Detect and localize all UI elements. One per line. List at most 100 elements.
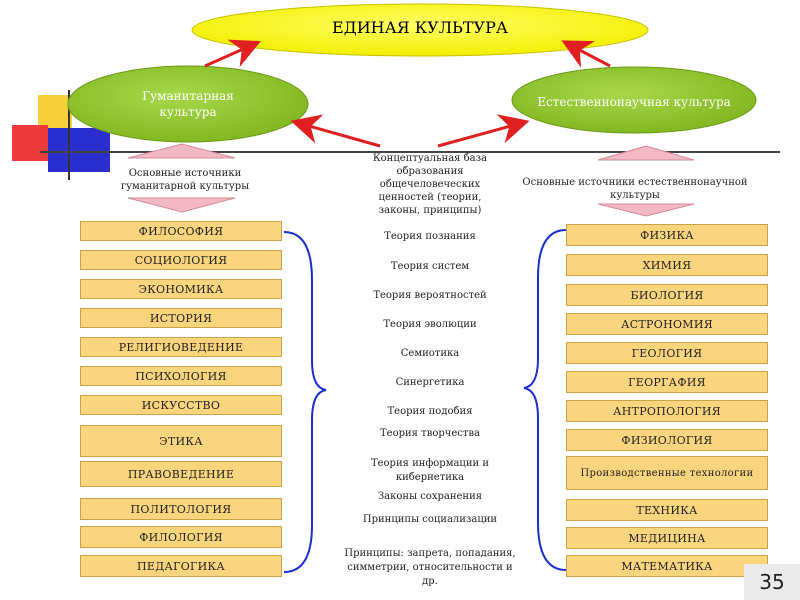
humanities-box-philosophy: ФИЛОСОФИЯ [80,221,282,241]
center-item: кибернетика [395,472,465,483]
humanities-box-religion: РЕЛИГИОВЕДЕНИЕ [80,337,282,357]
sciences-box-medicine: МЕДИЦИНА [566,527,768,549]
left-sources-line2: гуманитарной культуры [120,181,250,192]
center-item: Теория познания [384,231,476,242]
humanities-box-politics: ПОЛИТОЛОГИЯ [80,498,282,520]
humanities-box-psychology: ПСИХОЛОГИЯ [80,366,282,386]
arrow-right-up [561,40,611,68]
top-ellipse [191,3,649,57]
sciences-box-geology: ГЕОЛОГИЯ [566,342,768,364]
box-label: МАТЕМАТИКА [621,559,713,573]
box-label: ЭТИКА [159,434,203,448]
center-item: Принципы социализации [362,514,498,525]
sciences-box-chemistry: ХИМИЯ [566,254,768,276]
box-label: Производственные технологии [580,467,754,479]
box-label: АНТРОПОЛОГИЯ [613,404,721,418]
center-item: др. [422,576,438,587]
chevron-left-bottom [127,197,236,213]
right-sources-label: Основные источники естественнонаучной ку… [505,176,765,202]
box-label: ГЕОЛОГИЯ [631,346,703,360]
box-label: ПОЛИТОЛОГИЯ [130,502,232,516]
box-label: ПЕДАГОГИКА [137,559,225,573]
sciences-box-geography: ГЕОРГАФИЯ [566,371,768,393]
left-sources-line1: Основные источники [128,168,242,179]
left-brace [283,231,327,573]
center-item: Семиотика [400,348,460,359]
humanities-box-pedagogy: ПЕДАГОГИКА [80,555,282,577]
box-label: БИОЛОГИЯ [630,288,704,302]
box-label: МЕДИЦИНА [628,531,706,545]
center-item: Теория творчества [380,428,480,439]
left-ellipse-line1: Гуманитарная [142,89,234,103]
sciences-box-physiology: ФИЗИОЛОГИЯ [566,429,768,451]
humanities-box-history: ИСТОРИЯ [80,308,282,328]
center-item: Теория эволюции [383,319,477,330]
center-item: Теория подобия [387,406,473,417]
box-label: ФИЛОСОФИЯ [138,224,224,238]
humanities-box-sociology: СОЦИОЛОГИЯ [80,250,282,270]
sciences-box-physics: ФИЗИКА [566,224,768,246]
box-label: ФИЗИКА [640,228,694,242]
left-sources-label: Основные источники гуманитарной культуры [100,167,270,193]
center-heading-line: ценностей (теории, [378,192,482,203]
humanities-box-philology: ФИЛОЛОГИЯ [80,526,282,548]
arrow-center-right [437,114,530,148]
humanities-box-economics: ЭКОНОМИКА [80,279,282,299]
center-heading-line: Концептуальная база [372,153,488,164]
center-item: Теория систем [390,261,470,272]
right-ellipse [511,66,757,134]
center-heading: Концептуальная база образования общечело… [330,152,530,217]
center-item: Синергетика [395,377,465,388]
arrow-left-up [204,39,261,68]
box-label: ФИЛОЛОГИЯ [139,530,223,544]
box-label: ТЕХНИКА [636,503,698,517]
box-label: ПСИХОЛОГИЯ [135,369,227,383]
sciences-box-production-tech: Производственные технологии [566,456,768,490]
center-heading-line: общечеловеческих [379,179,481,190]
humanities-box-ethics: ЭТИКА [80,425,282,457]
chevron-right-top [597,145,695,161]
box-label: ИСКУССТВО [141,398,221,412]
right-ellipse-label: Естественнонаучная культура [537,95,731,109]
center-item: симметрии, относительности и [347,562,513,573]
box-label: ИСТОРИЯ [149,311,213,325]
box-label: ПРАВОВЕДЕНИЕ [127,467,235,481]
sciences-box-astronomy: АСТРОНОМИЯ [566,313,768,335]
chevron-right-bottom [597,203,695,217]
left-ellipse-label: Гуманитарная культура [68,88,308,120]
sciences-box-technology: ТЕХНИКА [566,499,768,521]
deco-square-yellow [38,95,72,129]
arrow-center-left [290,114,381,148]
center-heading-line: законы, принципы) [378,205,482,216]
box-label: АСТРОНОМИЯ [621,317,713,331]
sciences-box-anthropology: АНТРОПОЛОГИЯ [566,400,768,422]
sciences-box-mathematics: МАТЕМАТИКА [566,555,768,577]
center-item: Теория вероятностей [373,290,487,301]
humanities-box-art: ИСКУССТВО [80,395,282,415]
box-label: РЕЛИГИОВЕДЕНИЕ [118,340,244,354]
box-label: СОЦИОЛОГИЯ [134,253,228,267]
box-label: ФИЗИОЛОГИЯ [621,433,713,447]
top-ellipse-label: ЕДИНАЯ КУЛЬТУРА [332,18,508,37]
sciences-box-biology: БИОЛОГИЯ [566,284,768,306]
box-label: ГЕОРГАФИЯ [628,375,706,389]
box-label: ХИМИЯ [642,258,692,272]
humanities-box-law: ПРАВОВЕДЕНИЕ [80,461,282,487]
center-heading-line: образования [396,166,464,177]
right-sources-line2: культуры [610,190,660,201]
left-ellipse [67,65,309,143]
box-label: ЭКОНОМИКА [138,282,224,296]
deco-horizontal-line [40,151,780,153]
center-item: Принципы: запрета, попадания, [344,548,516,559]
deco-square-red [12,125,48,161]
deco-square-blue [48,128,110,172]
center-item: Законы сохранения [377,491,483,502]
deco-vertical-line [68,90,70,180]
chevron-left-top [127,143,236,159]
left-ellipse-line2: культура [159,105,217,119]
right-sources-line1: Основные источники естественнонаучной [522,177,748,188]
page-number: 35 [744,564,800,600]
right-brace [523,229,567,571]
center-item: Теория информации и [370,458,490,469]
